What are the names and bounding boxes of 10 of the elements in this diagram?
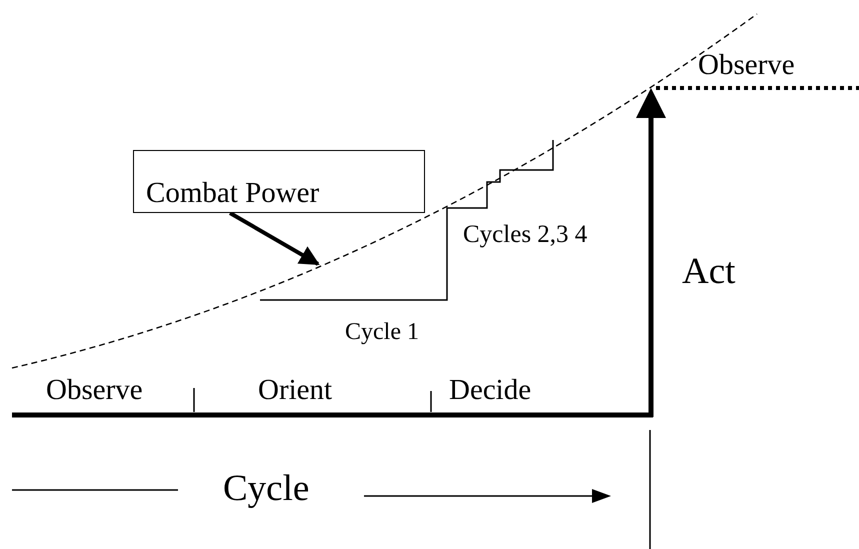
arrow (229, 211, 320, 266)
box-text: Combat Power (146, 179, 320, 208)
label: Cycles 2,3 4 (463, 222, 588, 247)
label: Cycle (223, 470, 310, 507)
label: Cycle 1 (345, 320, 419, 344)
label: Decide (449, 376, 532, 405)
label: Observe (46, 376, 143, 405)
label: Act (682, 253, 736, 290)
label: Observe (698, 51, 795, 80)
label: Orient (258, 376, 332, 405)
